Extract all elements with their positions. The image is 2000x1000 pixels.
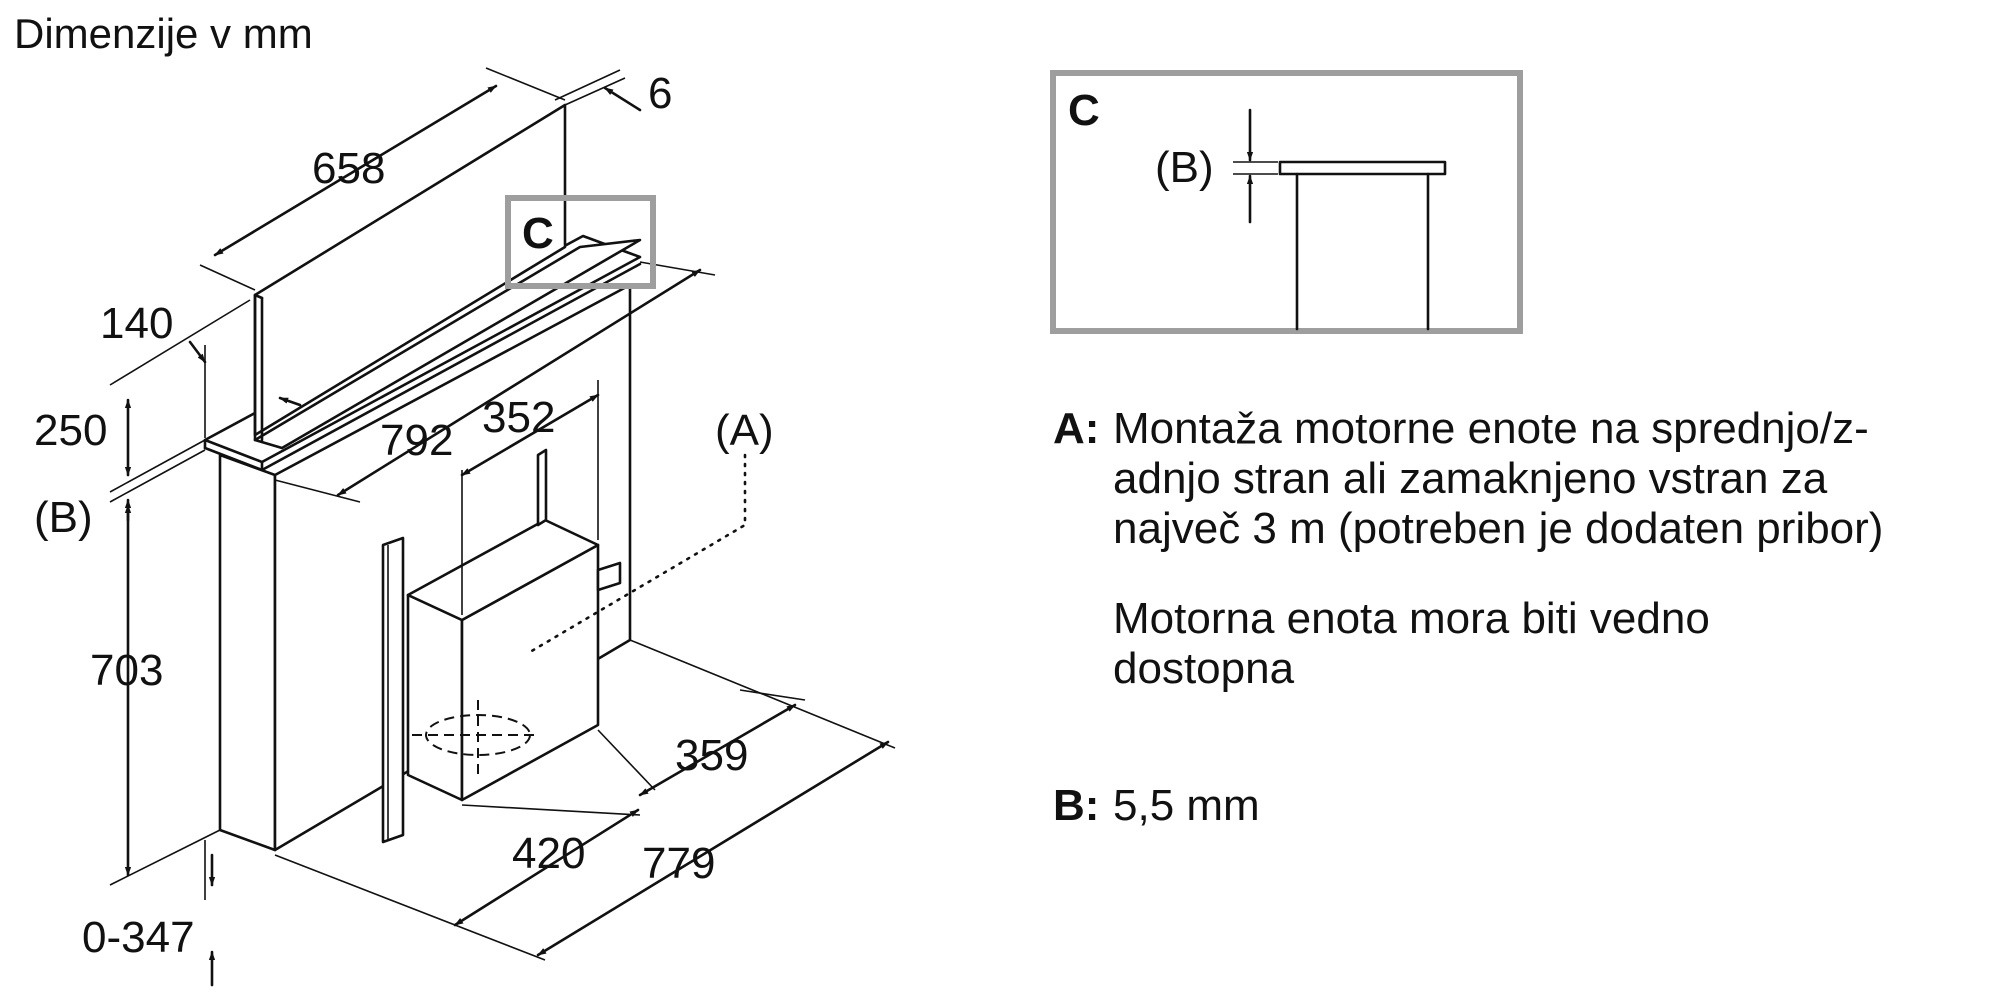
dim-label-703: 703: [90, 646, 163, 695]
detail-c: C (B): [1050, 70, 1523, 334]
legend-a-line-3: največ 3 m (potreben je dodaten pribor): [1113, 504, 1883, 553]
legend-note-line-2: dostopna: [1113, 644, 1295, 693]
legend-a-key: A:: [1053, 404, 1099, 453]
vertical-duct: [381, 536, 405, 844]
drawing-title: Dimenzije v mm: [14, 10, 313, 57]
dim-label-140: 140: [100, 299, 173, 348]
dim-label-658: 658: [312, 144, 385, 193]
legend-a-line-2: adnjo stran ali zamaknjeno vstran za: [1113, 454, 1828, 503]
downdraft-hood-drawing: [203, 103, 642, 852]
dimension-lines: [109, 67, 896, 987]
detail-worktop: [1278, 160, 1447, 176]
side-connector: [596, 561, 622, 592]
dim-label-250: 250: [34, 406, 107, 455]
dim-label-792: 792: [380, 416, 453, 465]
legend-b-value: 5,5 mm: [1113, 781, 1260, 830]
callout-c-letter: C: [522, 209, 554, 258]
dim-label-b-left: (B): [34, 493, 93, 542]
dim-label-352: 352: [482, 393, 555, 442]
detail-c-letter: C: [1068, 86, 1100, 135]
dim-label-0-347: 0-347: [82, 913, 195, 962]
dim-label-779: 779: [642, 839, 715, 888]
cabinet-front-face: [218, 453, 277, 852]
legend-a-line-1: Montaža motorne enote na sprednjo/z-: [1113, 404, 1869, 453]
callout-c-box: [505, 195, 656, 289]
dim-label-420: 420: [512, 829, 585, 878]
motor-unit-front: [406, 593, 464, 802]
legend: A: Montaža motorne enote na sprednjo/z- …: [1053, 404, 1883, 830]
dim-label-359: 359: [675, 731, 748, 780]
dim-label-6: 6: [648, 69, 672, 118]
detail-c-frame: [1050, 70, 1523, 334]
legend-note-line-1: Motorna enota mora biti vedno: [1113, 594, 1710, 643]
rear-connector-pipe: [536, 448, 548, 527]
legend-b-key: B:: [1053, 781, 1099, 830]
detail-c-b-label: (B): [1155, 143, 1214, 192]
motor-unit-top: [406, 518, 600, 622]
dim-label-a: (A): [715, 406, 774, 455]
